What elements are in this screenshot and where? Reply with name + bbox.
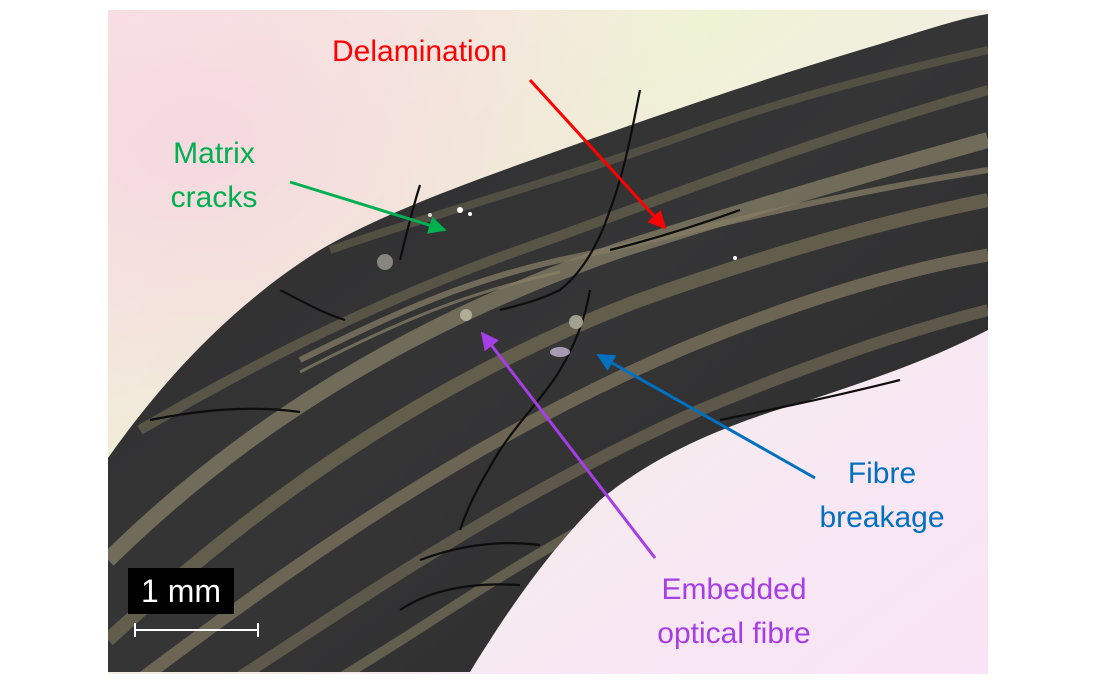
scale-bar-label: 1 mm (141, 573, 221, 609)
embedded-optical-fibre-label: Embedded optical fibre (657, 573, 811, 650)
fibre-breakage-label: Fibre breakage (819, 457, 945, 534)
delamination-label: Delamination (332, 35, 508, 68)
matrix-cracks-arrow (289, 180, 447, 234)
scale-bar-line (134, 623, 259, 637)
embedded-optical-fibre-arrow (480, 331, 657, 559)
fibre-breakage-arrow (596, 353, 816, 480)
crack-network (149, 89, 901, 611)
delamination-arrow (528, 78, 667, 230)
scale-bar-background (128, 568, 234, 614)
matrix-cracks-label: Matrix cracks (170, 137, 258, 214)
fibre-tows (108, 46, 988, 672)
specks (377, 207, 737, 357)
